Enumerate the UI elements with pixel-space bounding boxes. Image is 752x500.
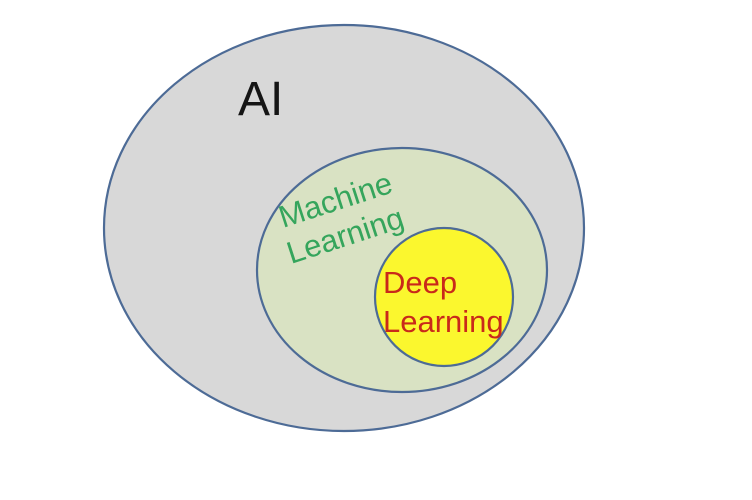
deep-learning-label-line1: Deep (383, 265, 457, 300)
deep-learning-set-circle (373, 226, 515, 368)
deep-learning-label-line2: Learning (383, 304, 504, 339)
ai-label: AI (238, 73, 283, 126)
